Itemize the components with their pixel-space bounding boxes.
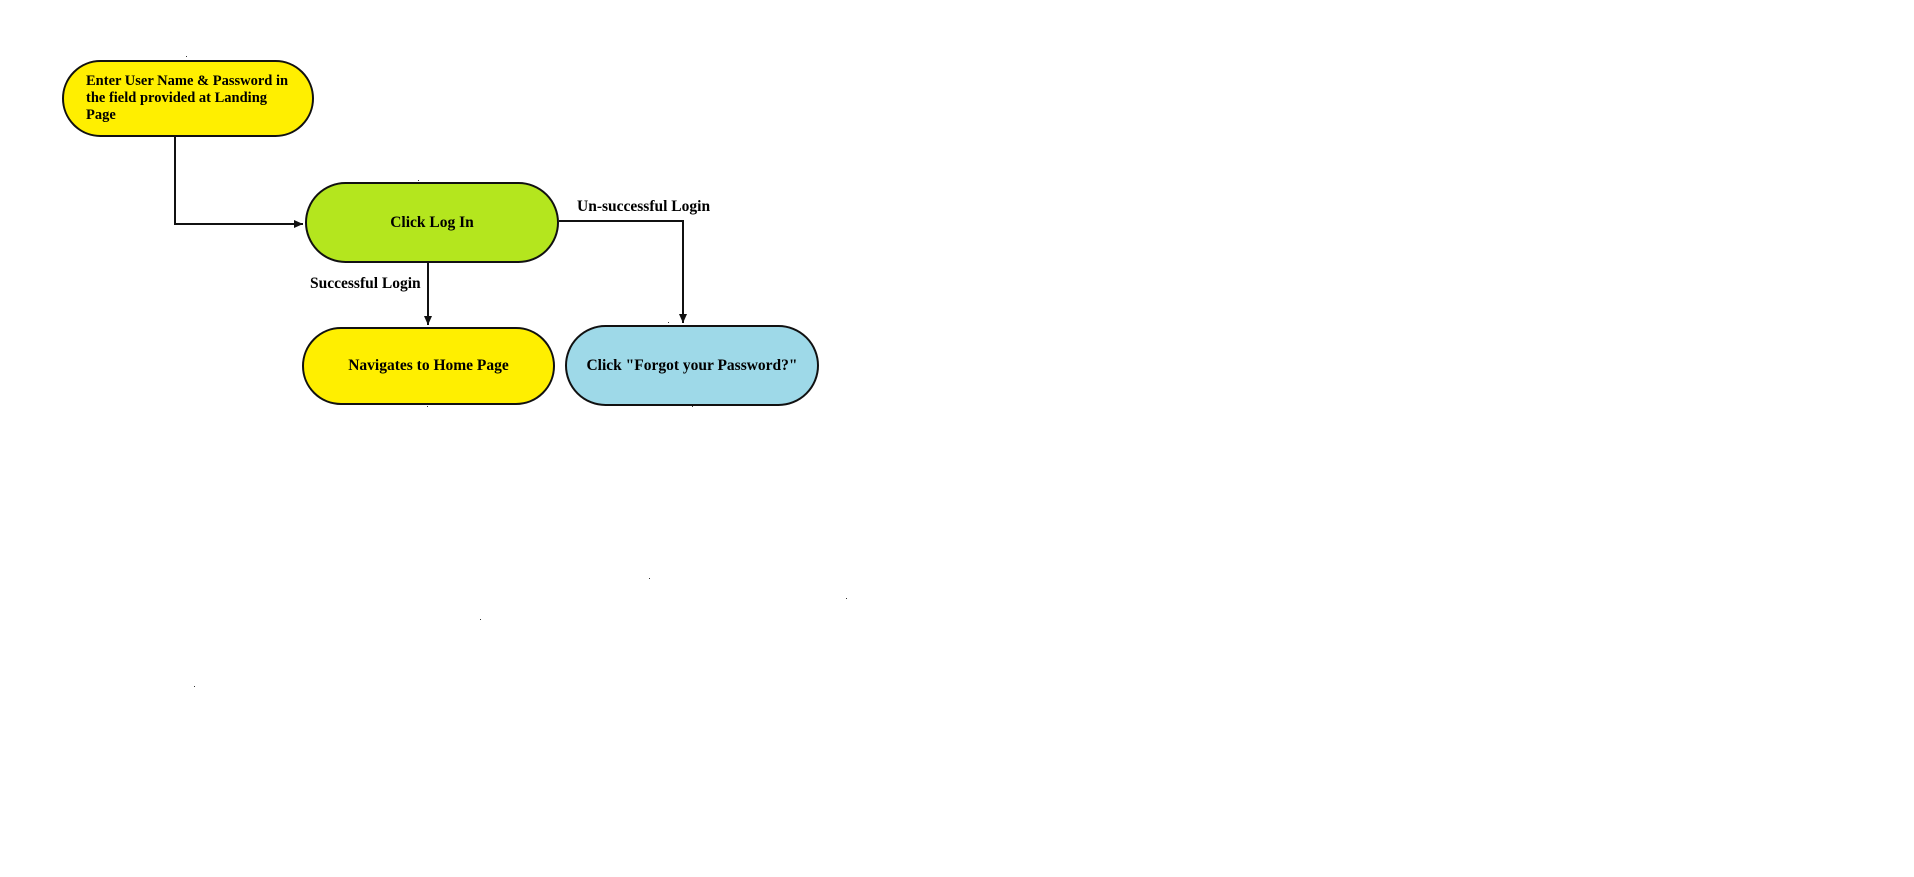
- stray-speck: [480, 619, 481, 620]
- node-navigates-home-label: Navigates to Home Page: [348, 357, 509, 374]
- edge-label-successful-login: Successful Login: [310, 275, 421, 292]
- stray-speck: [194, 686, 195, 687]
- stray-speck: [418, 180, 419, 181]
- node-navigates-home: Navigates to Home Page: [302, 327, 555, 405]
- node-forgot-password: Click "Forgot your Password?": [565, 325, 819, 406]
- stray-speck: [427, 406, 428, 407]
- node-enter-credentials: Enter User Name & Password in the field …: [62, 60, 314, 137]
- stray-speck: [692, 406, 693, 407]
- stray-speck: [668, 322, 669, 323]
- node-enter-credentials-label: Enter User Name & Password in the field …: [86, 73, 289, 123]
- stray-speck: [846, 598, 847, 599]
- stray-speck: [186, 56, 187, 57]
- stray-speck: [649, 578, 650, 579]
- connector-start-to-login: [174, 137, 303, 228]
- edge-label-unsuccessful-login: Un-successful Login: [577, 198, 711, 215]
- node-click-log-in: Click Log In: [305, 182, 559, 263]
- node-click-log-in-label: Click Log In: [390, 213, 474, 231]
- node-forgot-password-label: Click "Forgot your Password?": [586, 356, 798, 374]
- connector-login-to-forgot: [559, 220, 687, 323]
